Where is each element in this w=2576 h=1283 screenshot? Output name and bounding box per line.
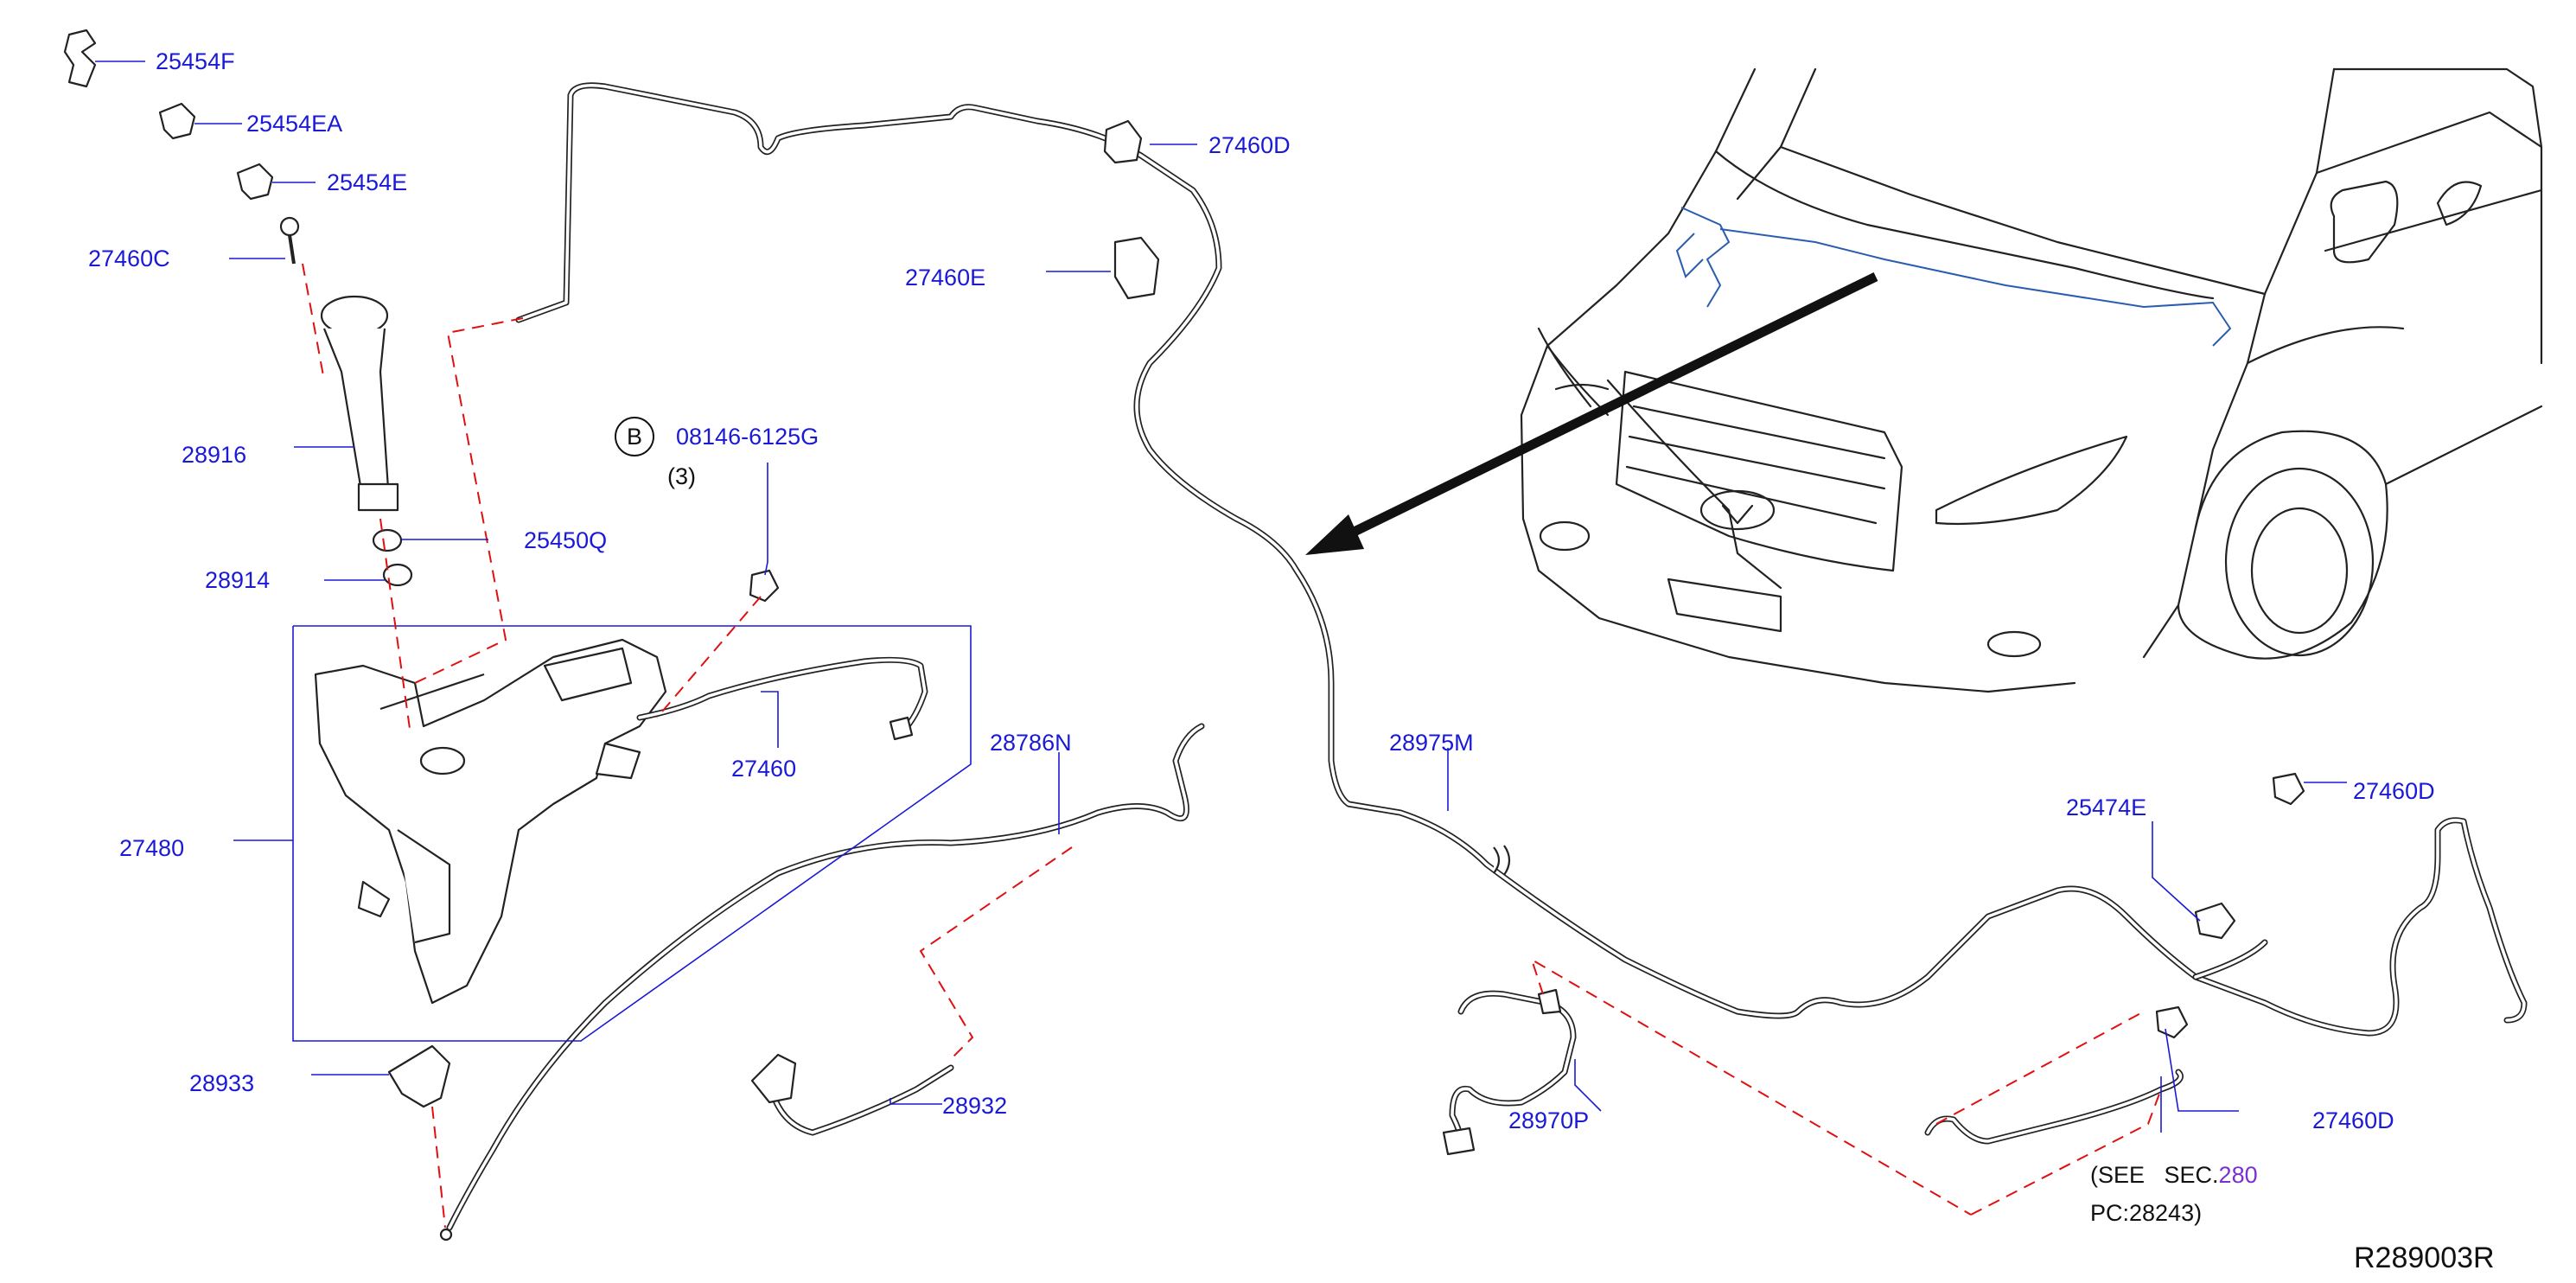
callout-25450Q: 25450Q: [524, 527, 607, 553]
washer-hose-28786N: [439, 723, 1205, 1242]
tank-assembly-box: [292, 625, 972, 1042]
section-link-280[interactable]: 280: [2219, 1162, 2258, 1188]
callout-28970P: 28970P: [1508, 1107, 1589, 1133]
callout-28975M: 28975M: [1389, 730, 1474, 756]
callout-28933: 28933: [189, 1070, 254, 1096]
callout-27460: 27460: [731, 756, 796, 782]
see-section-pc: PC:28243): [2090, 1200, 2202, 1226]
bolt-marker-circle: [615, 417, 654, 456]
callout-27460D-top: 27460D: [1208, 132, 1291, 158]
vehicle-front-illustration: [1305, 67, 2543, 693]
washer-hose-28932: [750, 1053, 954, 1136]
bolt-quantity: (3): [667, 463, 696, 489]
diagram-reference-code: R289003R: [2354, 1242, 2495, 1274]
callout-28932: 28932: [942, 1093, 1007, 1119]
callout-08146-6125G: 08146-6125G: [676, 424, 819, 450]
bolt-marker-letter: B: [627, 424, 642, 450]
callout-27460D-right: 27460D: [2353, 778, 2435, 804]
callout-27460C: 27460C: [88, 246, 170, 271]
callout-28914: 28914: [205, 567, 270, 593]
part-icons: [63, 29, 2305, 1108]
washer-tank-27480: [314, 638, 928, 1005]
callout-27480: 27480: [119, 835, 184, 861]
callout-28916: 28916: [182, 442, 246, 468]
callout-25474E: 25474E: [2066, 795, 2146, 820]
callout-25454E: 25454E: [327, 169, 407, 195]
callout-25454F: 25454F: [156, 48, 235, 74]
leader-lines: [95, 61, 2347, 1133]
callout-labels: 25454F 25454EA 25454E 27460C 28916 25450…: [88, 48, 2495, 1274]
dashed-assembly-lines: [302, 263, 2162, 1229]
callout-25454EA: 25454EA: [246, 111, 342, 137]
callout-27460E: 27460E: [905, 265, 985, 290]
washer-hose-rear: [1924, 1069, 2184, 1145]
washer-hose-28970P: [1442, 988, 1577, 1156]
callout-28786N: 28786N: [990, 730, 1072, 756]
see-section-note: (SEE SEC.280: [2090, 1162, 2258, 1188]
callout-27460D-bottom: 27460D: [2312, 1107, 2394, 1133]
washer-hose-main: [515, 82, 2528, 1037]
